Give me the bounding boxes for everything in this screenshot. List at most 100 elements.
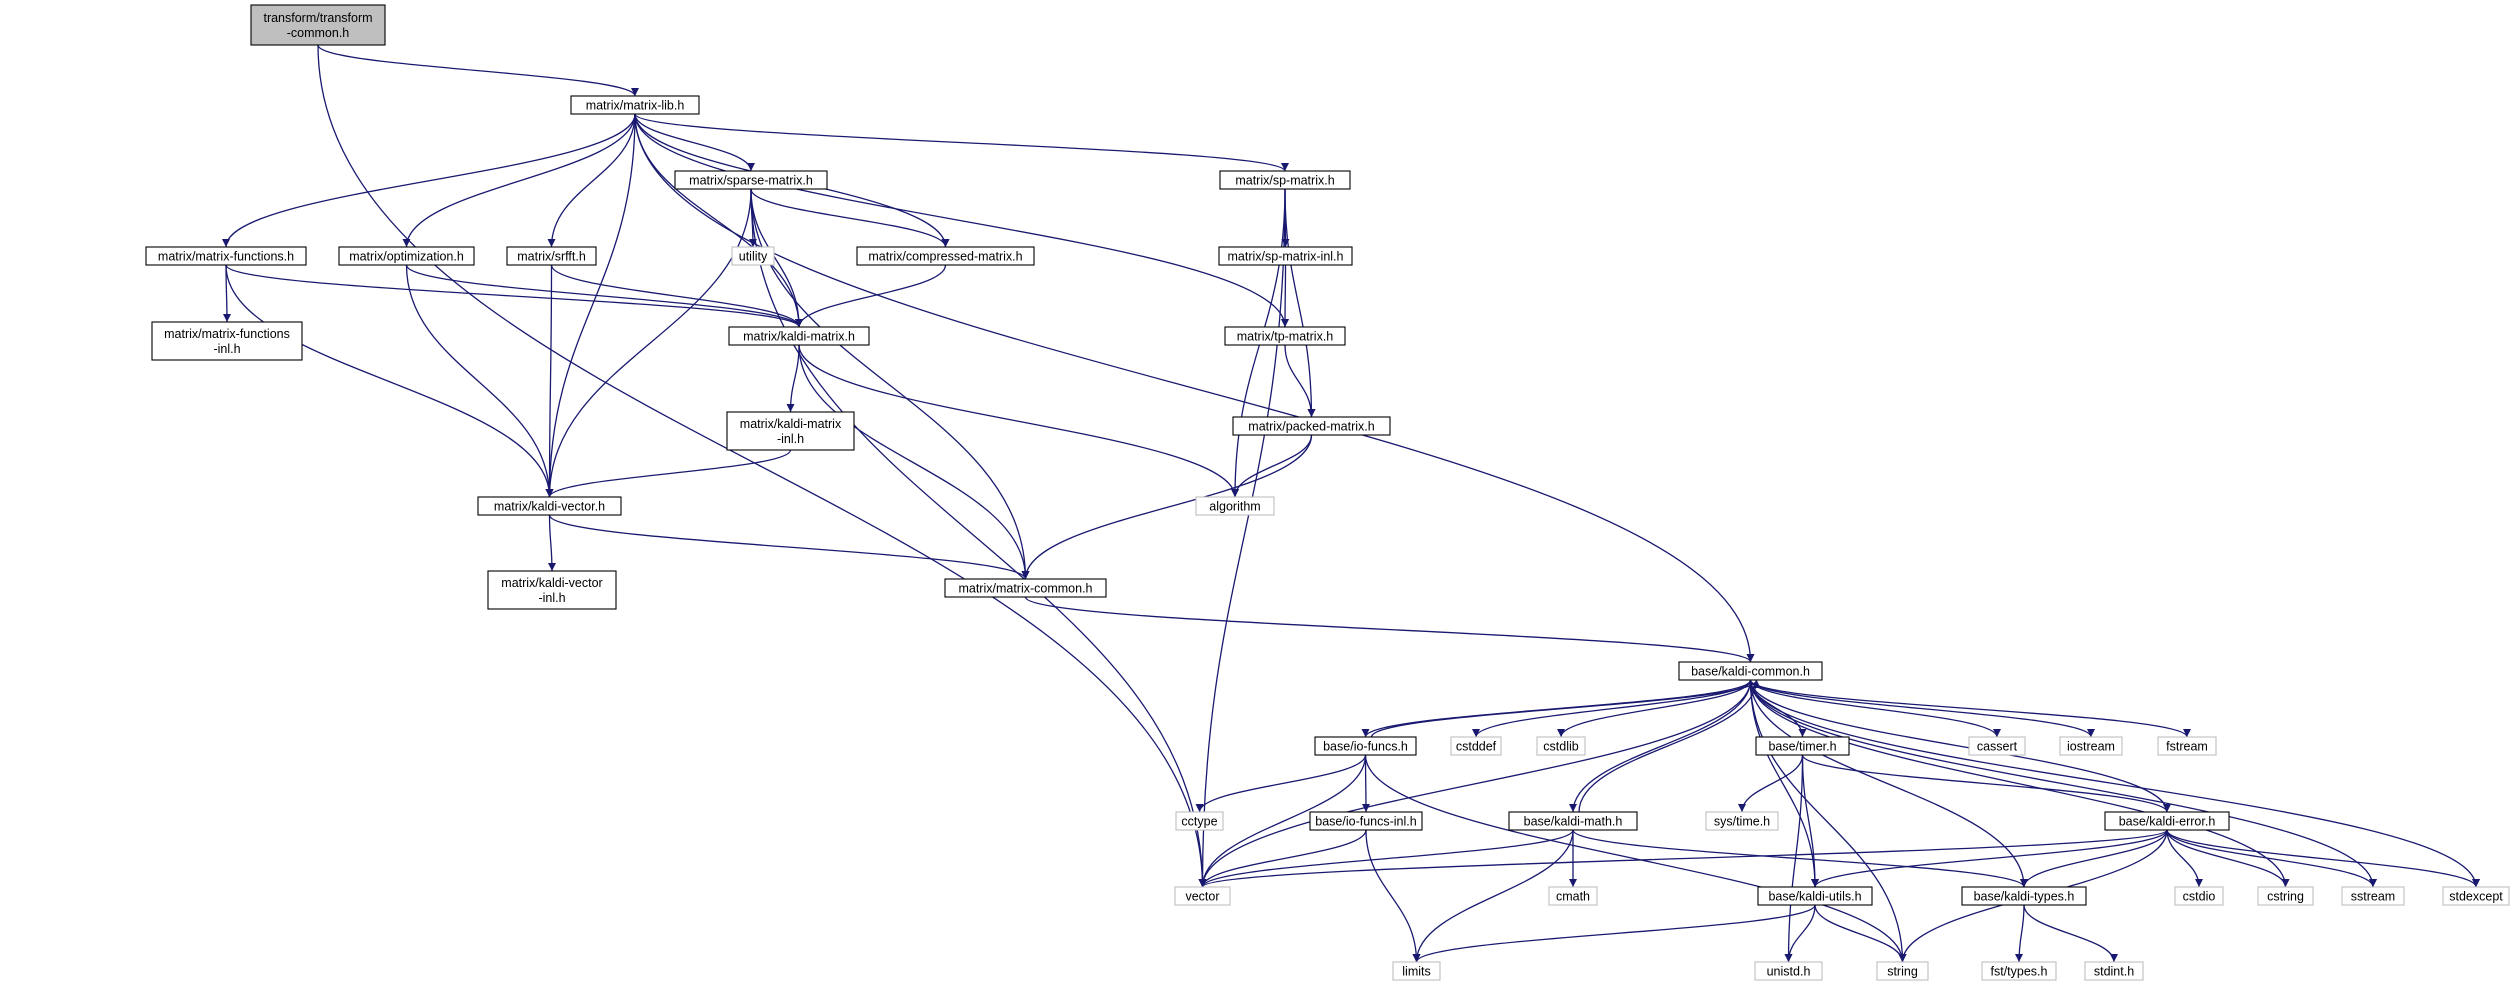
edge-srfft-to-kv	[545, 264, 554, 498]
node-km[interactable]: matrix/kaldi-matrix.h	[728, 326, 870, 346]
edge-sparse-to-km	[750, 188, 803, 328]
edge-kmath-to-kc	[1578, 679, 1761, 813]
node-packed[interactable]: matrix/packed-matrix.h	[1232, 416, 1391, 436]
edge-timer-to-unistd	[1784, 754, 1804, 963]
edge-packed-to-algorithm	[1231, 434, 1313, 498]
node-kvinl[interactable]: matrix/kaldi-vector-inl.h	[487, 570, 617, 610]
dependency-edge	[2166, 829, 2203, 888]
dependency-edge	[1811, 829, 2168, 888]
edge-io-to-ioinl	[1361, 754, 1370, 813]
node-ioinl[interactable]: base/io-funcs-inl.h	[1309, 811, 1423, 831]
node-box	[1218, 246, 1353, 266]
dependency-edge	[1578, 679, 1761, 813]
edge-kc-to-sstream	[1749, 679, 2377, 888]
node-label: -common.h	[287, 26, 350, 40]
node-label: matrix/matrix-lib.h	[586, 99, 685, 113]
node-box	[2059, 736, 2123, 756]
dependency-edge	[545, 113, 636, 498]
node-kc[interactable]: base/kaldi-common.h	[1678, 661, 1823, 681]
edge-tp-to-packed	[1284, 344, 1316, 418]
node-cstdio: cstdio	[2174, 886, 2224, 906]
node-mc[interactable]: matrix/matrix-common.h	[944, 578, 1107, 598]
node-box	[856, 246, 1035, 266]
dependency-edge	[1281, 264, 1290, 328]
edge-io-to-string	[1364, 754, 1907, 963]
node-sparse[interactable]: matrix/sparse-matrix.h	[674, 170, 828, 190]
edge-mf-to-kv	[225, 264, 554, 498]
dependency-edge	[1370, 679, 1761, 738]
node-box	[1175, 811, 1224, 831]
dependency-edge	[1749, 679, 2480, 888]
node-tp[interactable]: matrix/tp-matrix.h	[1224, 326, 1346, 346]
dependency-edge	[1024, 596, 1755, 663]
dependency-edge	[1749, 679, 1819, 888]
node-box	[1232, 416, 1391, 436]
dependency-edge	[1284, 188, 1316, 418]
dependency-edge	[634, 113, 1289, 328]
node-srfft[interactable]: matrix/srfft.h	[506, 246, 597, 266]
edge-mc-to-kc	[1024, 596, 1755, 663]
node-tc[interactable]: transform/transform-common.h	[250, 4, 386, 46]
dependency-edge	[634, 113, 1289, 172]
node-io[interactable]: base/io-funcs.h	[1314, 736, 1417, 756]
node-box	[1314, 736, 1417, 756]
dependency-edge	[547, 113, 636, 248]
node-label: matrix/optimization.h	[349, 250, 464, 264]
node-kt[interactable]: base/kaldi-types.h	[1961, 886, 2087, 906]
dependency-edge	[2023, 904, 2118, 963]
node-label: matrix/kaldi-vector	[501, 576, 602, 590]
node-ku[interactable]: base/kaldi-utils.h	[1757, 886, 1873, 906]
node-label: algorithm	[1209, 500, 1260, 514]
dependency-edge	[1365, 829, 1421, 963]
node-cm[interactable]: matrix/compressed-matrix.h	[856, 246, 1035, 266]
node-label: cstddef	[1456, 740, 1497, 754]
node-mfinl[interactable]: matrix/matrix-functions-inl.h	[151, 321, 303, 361]
dependency-edge	[550, 264, 803, 328]
node-label: base/kaldi-types.h	[1974, 890, 2075, 904]
node-label: base/io-funcs-inl.h	[1315, 815, 1416, 829]
dependency-edge	[1198, 188, 1286, 888]
node-timer[interactable]: base/timer.h	[1755, 736, 1850, 756]
edge-kmath-to-vector	[1198, 829, 1574, 888]
node-box	[1754, 961, 1823, 981]
node-label: cstdlib	[1543, 740, 1578, 754]
edge-cm-to-km	[795, 264, 947, 328]
node-kv[interactable]: matrix/kaldi-vector.h	[477, 496, 622, 516]
edge-kerr-to-ku	[1811, 829, 2168, 888]
edge-ml-to-sp	[634, 113, 1289, 172]
edge-km-to-mc	[798, 344, 1030, 580]
node-kerr[interactable]: base/kaldi-error.h	[2104, 811, 2230, 831]
edge-kerr-to-cstdio	[2166, 829, 2203, 888]
node-spinl[interactable]: matrix/sp-matrix-inl.h	[1218, 246, 1353, 266]
dependency-edge	[2166, 829, 2290, 888]
dependency-edge	[545, 449, 792, 498]
node-mf[interactable]: matrix/matrix-functions.h	[145, 246, 307, 266]
node-label: fstream	[2166, 740, 2208, 754]
node-kminl[interactable]: matrix/kaldi-matrix-inl.h	[726, 411, 855, 451]
edge-kv-to-kvinl	[547, 514, 556, 572]
node-label: cstdio	[2183, 890, 2216, 904]
node-kmath[interactable]: base/kaldi-math.h	[1508, 811, 1638, 831]
node-ml[interactable]: matrix/matrix-lib.h	[570, 95, 700, 115]
edge-ml-to-kc	[634, 113, 1755, 663]
dependency-edge	[750, 188, 1207, 888]
dependency-edge	[1784, 904, 1816, 963]
dependency-edge	[634, 113, 803, 328]
node-box	[1536, 736, 1586, 756]
node-label: sstream	[2351, 890, 2395, 904]
node-label: cctype	[1181, 815, 1217, 829]
dependency-edge	[317, 44, 639, 97]
edge-io-to-cctype	[1195, 754, 1367, 813]
node-box	[1757, 886, 1873, 906]
node-box	[1392, 961, 1441, 981]
edge-ioinl-to-vector	[1198, 829, 1367, 888]
edge-ml-to-km	[634, 113, 803, 328]
node-sp[interactable]: matrix/sp-matrix.h	[1219, 170, 1351, 190]
node-label: matrix/sp-matrix-inl.h	[1228, 250, 1344, 264]
node-stdexcept: stdexcept	[2442, 886, 2510, 906]
node-opt[interactable]: matrix/optimization.h	[338, 246, 475, 266]
node-box	[1219, 170, 1351, 190]
node-box	[728, 326, 870, 346]
node-vector: vector	[1174, 886, 1231, 906]
